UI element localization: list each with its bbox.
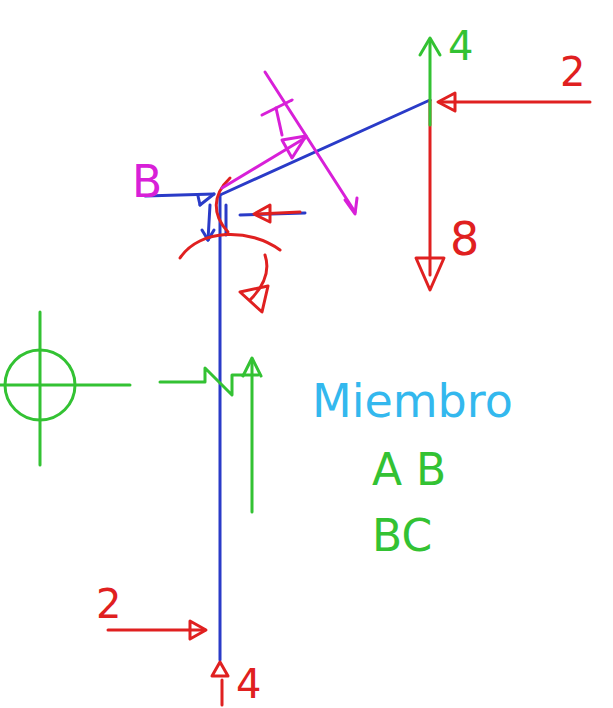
force-value: 4 xyxy=(448,26,473,66)
force-value: 8 xyxy=(450,216,479,262)
member-heading: Miembro xyxy=(312,378,513,424)
joint-label: B xyxy=(132,160,162,204)
green-marks xyxy=(0,38,440,512)
force-arrows xyxy=(108,93,590,705)
member-name: BC xyxy=(372,514,432,558)
force-value: 2 xyxy=(96,584,121,624)
member-name: A B xyxy=(372,448,446,492)
pin-support xyxy=(212,662,228,676)
force-value: 2 xyxy=(560,52,585,92)
section-marks xyxy=(222,72,357,214)
force-value: 4 xyxy=(236,664,261,704)
